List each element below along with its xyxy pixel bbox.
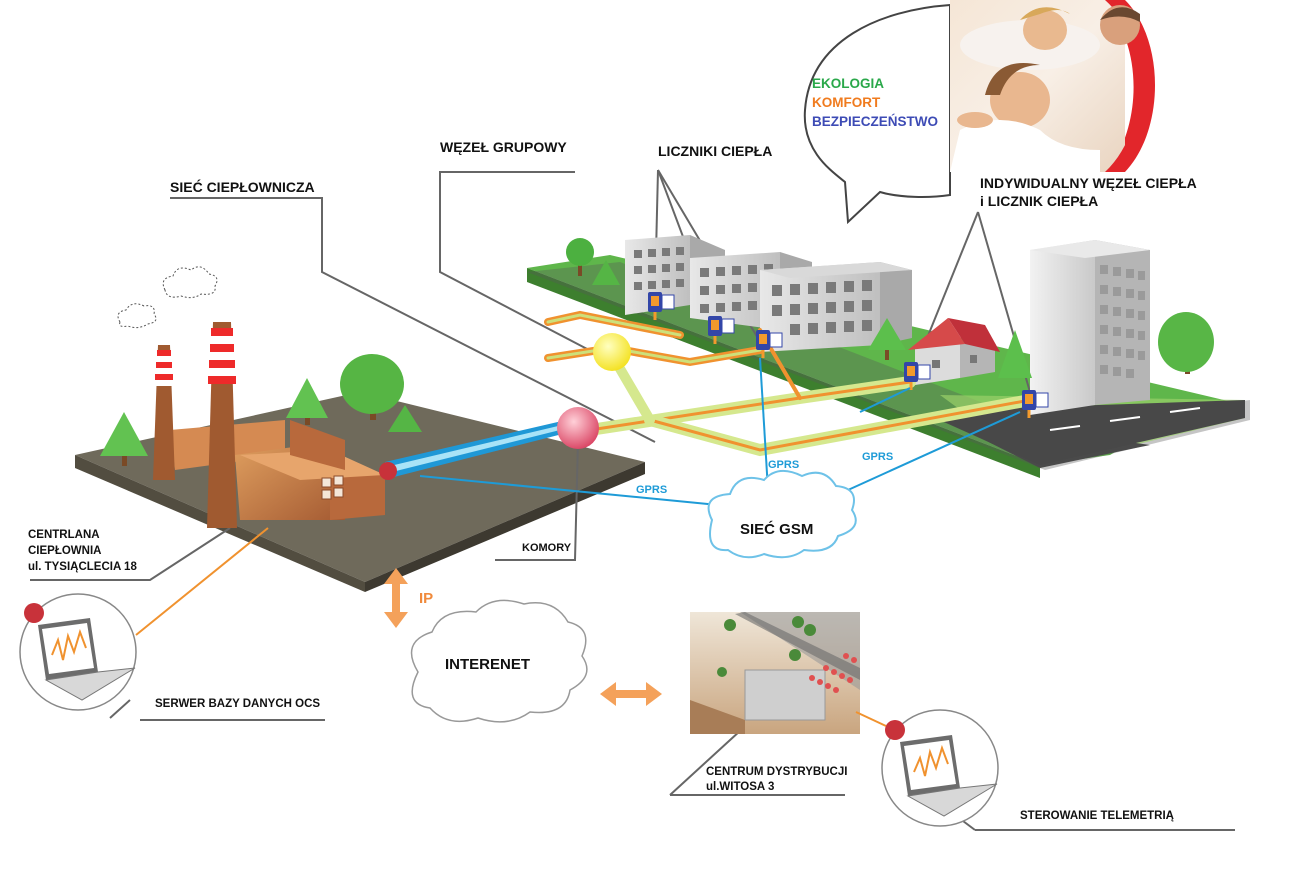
gprs-links xyxy=(419,357,1021,506)
distribution-center-image xyxy=(690,612,860,734)
tree-icon xyxy=(998,330,1032,378)
label-center-2: ul.WITOSA 3 xyxy=(706,781,774,793)
heat-meter-icon xyxy=(1022,390,1049,418)
gsm-cloud-icon xyxy=(707,469,857,559)
tree-icon xyxy=(388,405,422,432)
telemetry-laptop-icon xyxy=(881,709,999,827)
tree-icon xyxy=(566,238,594,276)
label-group-node: WĘZEŁ GRUPOWY xyxy=(440,139,567,155)
main-pipe xyxy=(379,418,578,480)
server-laptop-icon xyxy=(19,593,137,711)
label-heat-meters: LICZNIKI CIEPŁA xyxy=(658,143,772,159)
chimney-tall xyxy=(207,322,237,528)
label-internet: INTERENET xyxy=(445,656,530,673)
label-telemetry: STEROWANIE TELEMETRIĄ xyxy=(1020,810,1174,822)
telemetry-link xyxy=(135,527,887,727)
smoke-cloud-icon xyxy=(117,266,218,329)
group-node-ball xyxy=(593,333,631,371)
family-photo xyxy=(950,5,1140,172)
tree-icon xyxy=(100,412,148,466)
label-gsm: SIEĆ GSM xyxy=(740,520,813,538)
label-plant-2: CIEPŁOWNIA xyxy=(28,545,101,557)
heat-meter-icon xyxy=(904,362,931,390)
label-center-1: CENTRUM DYSTRYBUCJI xyxy=(706,766,847,778)
label-gprs-plant: GPRS xyxy=(636,484,667,496)
label-ip: IP xyxy=(419,590,433,607)
label-server: SERWER BAZY DANYCH OCS xyxy=(155,698,320,710)
heat-meter-icon xyxy=(756,330,783,358)
bubble-safety: BEZPIECZEŃSTWO xyxy=(812,114,938,129)
label-gprs-meters: GPRS xyxy=(768,459,799,471)
chimney-short xyxy=(153,345,175,480)
bidirectional-arrow-icon xyxy=(600,682,662,706)
distribution-pipes xyxy=(544,310,1036,457)
trees xyxy=(100,238,1214,466)
bubble-comfort: KOMFORT xyxy=(812,95,881,110)
chamber-ball xyxy=(557,407,599,449)
heat-plant xyxy=(170,420,385,520)
office-tower xyxy=(1030,240,1150,415)
label-plant-3: ul. TYSIĄCLECIA 18 xyxy=(28,561,137,573)
heat-meter-icon xyxy=(708,316,735,344)
heat-meter-icon xyxy=(648,292,675,320)
tree-icon xyxy=(340,354,404,420)
label-gprs-individual: GPRS xyxy=(862,451,893,463)
bubble-ecology: EKOLOGIA xyxy=(812,76,884,91)
label-network: SIEĆ CIEPŁOWNICZA xyxy=(170,178,315,195)
tree-icon xyxy=(286,378,328,425)
label-individual-node: INDYWIDUALNY WĘZEŁ CIEPŁA xyxy=(980,175,1197,191)
ip-arrow-icon xyxy=(384,568,408,628)
tree-icon xyxy=(1158,312,1214,374)
label-plant-1: CENTRLANA xyxy=(28,529,100,541)
tree-icon xyxy=(592,260,620,285)
label-chambers: KOMORY xyxy=(522,542,572,554)
tree-icon xyxy=(868,318,906,360)
label-individual-meter: i LICZNIK CIEPŁA xyxy=(980,193,1098,209)
internet-cloud-icon xyxy=(410,599,588,723)
